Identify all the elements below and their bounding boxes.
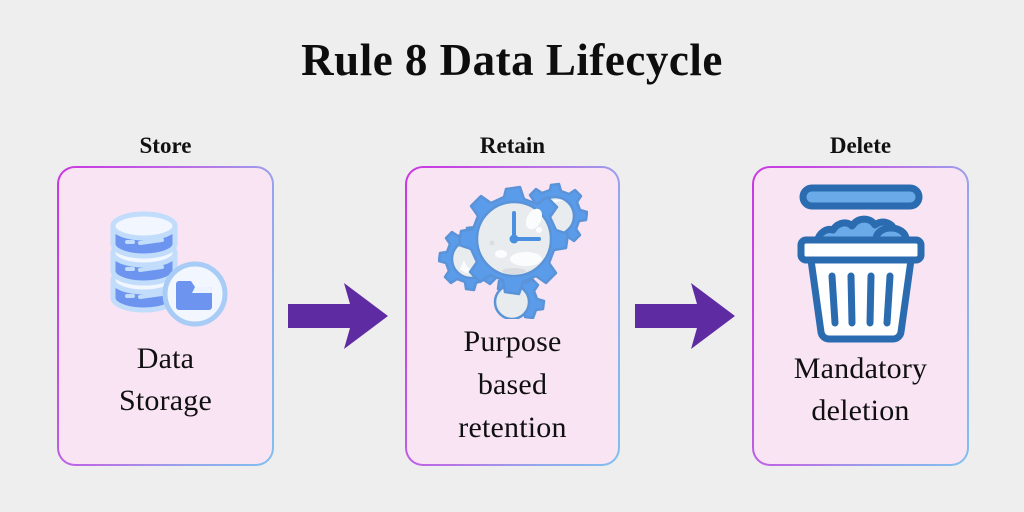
step-retain-text: Purpose based retention — [458, 320, 566, 449]
step-delete-text-line: Mandatory — [793, 352, 928, 385]
step-store-card[interactable]: Data Storage — [57, 166, 274, 466]
step-retain-text-line: retention — [458, 411, 567, 444]
step-store-label: Store — [139, 133, 192, 158]
step-delete-label: Delete — [829, 133, 892, 158]
page-title: Rule 8 Data Lifecycle — [301, 35, 723, 85]
right-arrow-icon — [635, 283, 735, 354]
step-retain-text-line: Purpose — [463, 325, 562, 358]
database-storage-icon — [91, 168, 241, 336]
step-delete-text: Mandatory deletion — [794, 348, 927, 432]
step-delete[interactable]: Delete — [752, 132, 969, 466]
step-store[interactable]: Store — [57, 132, 274, 466]
step-retain-text-line: based — [477, 368, 548, 401]
step-store-text: Data Storage — [119, 338, 212, 422]
step-store-text-line: Data — [136, 342, 195, 375]
step-retain[interactable]: Retain — [405, 132, 620, 466]
trash-bin-icon — [783, 168, 939, 348]
step-retain-card[interactable]: Purpose based retention — [405, 166, 620, 466]
gears-clock-icon — [437, 168, 588, 320]
step-retain-label: Retain — [479, 133, 546, 158]
step-store-text-line: Storage — [118, 384, 213, 417]
step-delete-card[interactable]: Mandatory deletion — [752, 166, 969, 466]
step-delete-text-line: deletion — [811, 394, 910, 427]
right-arrow-icon — [288, 283, 388, 354]
